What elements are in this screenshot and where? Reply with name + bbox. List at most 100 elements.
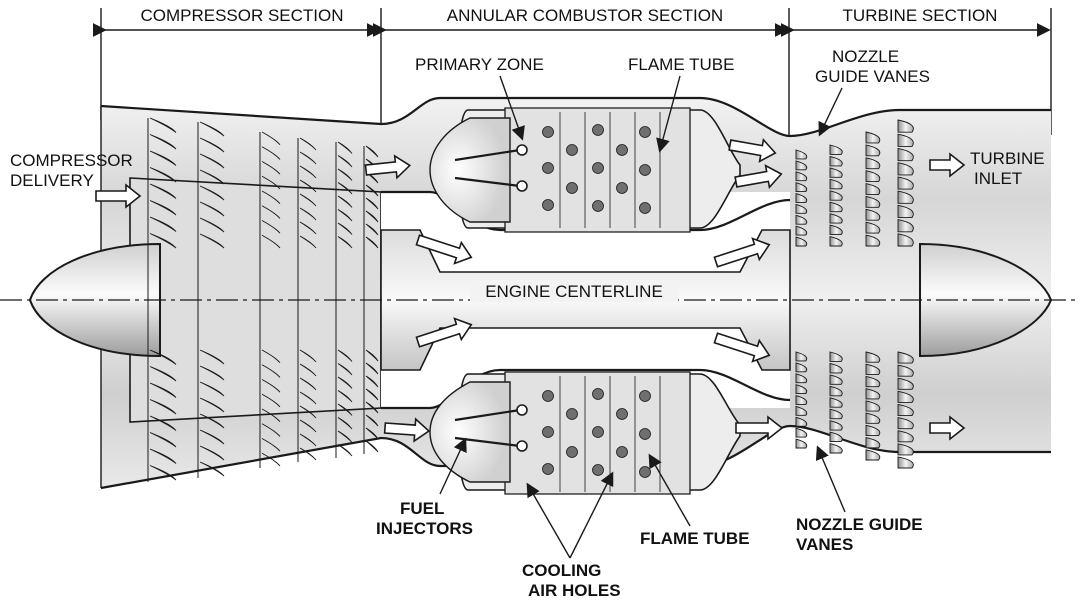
turbine-blade [897,119,914,133]
cooling-hole [639,466,651,478]
compressor-blade [299,235,317,249]
compressor-blade [365,388,379,401]
compressor-blade [299,151,317,165]
turbine-blade [897,147,914,162]
turbine-blade [865,449,881,461]
compressor-blade [261,423,281,437]
turbine-blade [829,351,843,362]
flow-arrow-shape [734,164,783,190]
compressor-blade [337,390,353,403]
cooling-hole [542,390,554,402]
compressor-blade [261,161,281,175]
turbine-blade [795,192,808,203]
flow-arrow [713,332,771,363]
turbine-blade [865,208,881,221]
flow-arrows [95,137,966,443]
turbine-blade [897,204,914,219]
compressor-blade [199,153,225,169]
compressor-blade [149,150,177,166]
turbine-blade [829,362,843,374]
compressor-blade [337,195,353,208]
compressor-blade [299,165,317,179]
compressor-blade [261,131,281,146]
compressor-blade [365,210,379,223]
compressor-blade [261,234,281,249]
compressor-blade [261,190,281,205]
compressor-blade [299,207,317,221]
turbine-blade [897,417,914,430]
turbine-blade [795,160,808,171]
compressor-blade [149,200,177,216]
compressor-blade [365,440,379,453]
flow-arrow [95,183,142,209]
turbine-blade [865,388,881,400]
compressor-blade [299,349,317,363]
turbine-blade [865,182,881,195]
cooling-air-holes [542,112,661,492]
turbine-blade [829,235,843,247]
flow-arrow-shape [929,415,966,441]
cooling-hole [542,126,554,138]
turbine-blade [829,385,843,397]
turbine-blade [897,233,914,247]
turbine-blade [795,394,808,405]
compressor-blade [261,452,281,467]
cooling-hole [639,202,651,214]
cooling-hole [542,426,554,438]
turbine-blade [897,456,914,469]
engine-centerline-label: ENGINE CENTERLINE [485,282,663,301]
turbine-blade [897,377,914,390]
cooling-hole [542,463,554,475]
turbine-blade [897,219,914,233]
turbine-blades [795,119,914,469]
compressor-blade [261,220,281,234]
turbine-blade [897,443,914,456]
compressor-blade [337,403,353,416]
compressor-blade [199,365,225,381]
compressor-blade [261,393,281,408]
turbine-blade [795,384,808,395]
cooling-hole [592,200,604,212]
turbine-blade [865,157,881,170]
cooling-hole [566,182,578,194]
turbine-blade [865,375,881,388]
turbine-blade [897,162,914,176]
turbine-blade [865,363,881,375]
compressor-blade [299,363,317,377]
turbine-blade [795,182,808,193]
flow-arrow-shape [415,234,473,265]
flow-arrow-shape [713,332,771,363]
compressor-blade [337,168,353,181]
turbine-blade [829,420,843,431]
turbine-blade [829,155,843,167]
turbine-blade [897,190,914,204]
turbine-blade [829,374,843,385]
flow-arrow-shape [383,417,431,443]
compressor-blade [149,366,177,382]
compressor-blade [149,183,177,199]
compressor-blade [199,461,225,477]
compressor-blade [149,448,177,464]
turbine-blade [795,203,808,214]
turbine-blade [829,190,843,201]
turbine-blade [829,213,843,224]
flow-arrow [929,415,966,441]
turbine-blade [829,178,843,190]
cooling-hole [592,124,604,136]
flow-arrow [735,415,784,441]
flow-arrow-shape [364,154,412,180]
turbine-blade [865,144,881,157]
compressor-blade [337,236,353,249]
turbine-blade [865,424,881,437]
compressor-blade [365,401,379,414]
turbine-blade [829,144,843,155]
compressor-blade [199,201,225,217]
turbine-blade [795,214,808,225]
turbine-blade [795,416,808,427]
fuel-injector-upper [454,144,528,192]
cooling-hole [639,126,651,138]
